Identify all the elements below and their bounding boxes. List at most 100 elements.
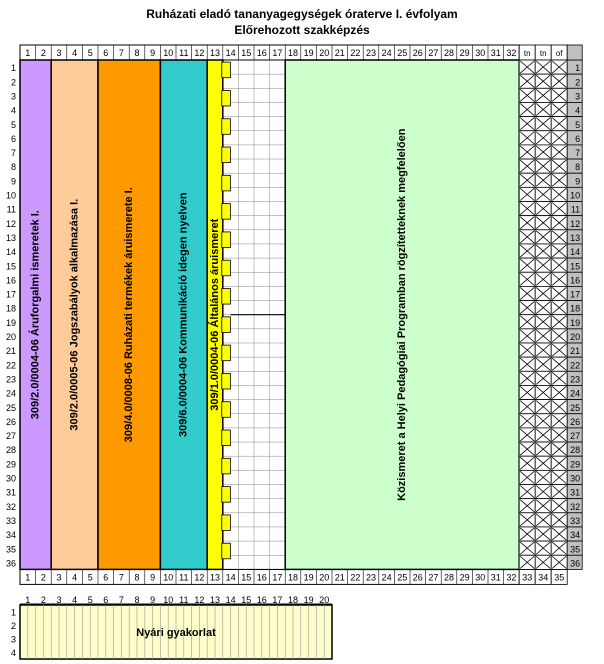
cross-mark [519, 315, 535, 329]
column-number-top: 31 [491, 48, 501, 58]
cross-mark [535, 527, 551, 541]
cross-mark [519, 103, 535, 116]
column-number-top: 9 [150, 48, 155, 58]
cross-mark [551, 131, 567, 145]
row-number-left: 14 [6, 247, 16, 257]
crenel-tab [221, 373, 231, 390]
subject-label: 309/1.0/0004-06 Általános áruismeret [208, 218, 221, 410]
column-number-top: 7 [119, 48, 124, 58]
row-number-header [566, 44, 583, 61]
column-number-top: 29 [460, 48, 470, 58]
crenel-tab [221, 259, 231, 277]
row-number-right: 22 [570, 360, 580, 370]
row-number-right: 23 [570, 374, 580, 384]
row-number-right: 16 [570, 275, 580, 285]
cross-mark [519, 301, 535, 315]
column-number-bottom: 30 [475, 572, 485, 582]
cross-mark [519, 159, 535, 173]
column-number-bottom: 26 [413, 572, 423, 582]
row-number-left: 30 [6, 474, 16, 484]
row-number-left: 33 [6, 516, 16, 526]
extra-column-label: of [556, 49, 563, 58]
cross-mark [519, 287, 535, 300]
summer-column-number: 3 [56, 595, 61, 605]
row-number-left: 17 [6, 290, 16, 300]
crenel-tab [221, 542, 231, 560]
column-number-bottom: 18 [288, 572, 298, 582]
column-number-bottom: 14 [226, 572, 236, 582]
row-number-right: 14 [570, 247, 580, 257]
column-number-bottom: 29 [460, 572, 470, 582]
row-number-right: 18 [570, 304, 580, 314]
cross-mark [519, 527, 535, 541]
summer-label: Nyári gyakorlat [136, 627, 216, 639]
cross-mark [519, 216, 535, 230]
cross-mark [519, 513, 535, 527]
cross-mark [519, 428, 535, 442]
cross-mark [535, 74, 551, 88]
column-number-bottom: 16 [257, 572, 267, 582]
row-number-left: 6 [11, 134, 16, 144]
summer-column-number: 15 [241, 595, 251, 605]
cross-mark [551, 541, 567, 555]
cross-mark [519, 343, 535, 357]
summer-column-number: 10 [163, 595, 173, 605]
row-number-right: 25 [570, 403, 580, 413]
row-number-right: 7 [575, 148, 580, 158]
crenel-tab [221, 118, 231, 135]
cross-mark [551, 272, 567, 286]
cross-mark [519, 386, 535, 399]
column-number-bottom: 25 [397, 572, 407, 582]
column-number-bottom: 6 [103, 572, 108, 582]
row-number-left: 18 [6, 304, 16, 314]
cross-mark [551, 414, 567, 428]
cross-mark [519, 230, 535, 244]
row-number-left: 9 [11, 176, 16, 186]
column-number-top: 1 [25, 48, 30, 58]
extra-column-label: tn [540, 49, 547, 58]
column-number-bottom: 2 [41, 572, 46, 582]
row-number-left: 32 [6, 502, 16, 512]
row-number-left: 24 [6, 389, 16, 399]
row-number-left: 20 [6, 332, 16, 342]
cross-mark [535, 485, 551, 498]
crenel-tab [221, 174, 231, 192]
summer-row-number: 4 [11, 648, 16, 658]
cross-mark [535, 442, 551, 456]
column-number-bottom: 27 [428, 572, 438, 582]
column-number-top: 15 [241, 48, 251, 58]
summer-column-number: 17 [272, 595, 282, 605]
summer-column-number: 11 [179, 595, 188, 605]
cross-mark [519, 188, 535, 201]
column-number-bottom: 10 [163, 572, 173, 582]
column-number-bottom: 9 [150, 572, 155, 582]
crenel-tab [221, 61, 231, 79]
row-number-right: 29 [570, 459, 580, 469]
cross-mark [551, 103, 567, 116]
subject-block [50, 59, 99, 571]
column-number-bottom: 31 [491, 572, 501, 582]
cross-mark [551, 513, 567, 527]
row-number-left: 13 [6, 233, 16, 243]
row-number-right: 8 [575, 162, 580, 172]
column-number-top: 18 [288, 48, 298, 58]
summer-column-number: 2 [41, 595, 46, 605]
cross-mark [551, 386, 567, 399]
row-number-left: 3 [11, 91, 16, 101]
column-number-top: 8 [134, 48, 139, 58]
summer-column-number: 19 [304, 595, 314, 605]
page-subtitle: Előrehozott szakképzés [234, 23, 370, 37]
cross-mark [535, 188, 551, 201]
column-number-top: 30 [475, 48, 485, 58]
row-number-left: 1 [11, 63, 16, 73]
cross-mark [535, 173, 551, 187]
column-number-top: 19 [304, 48, 314, 58]
row-number-right: 31 [570, 488, 580, 498]
row-number-right: 11 [571, 205, 580, 215]
cross-mark [519, 244, 535, 258]
column-number-top: 32 [506, 48, 516, 58]
cross-mark [519, 442, 535, 456]
cross-mark [519, 471, 535, 484]
crenel-tab [221, 514, 231, 531]
